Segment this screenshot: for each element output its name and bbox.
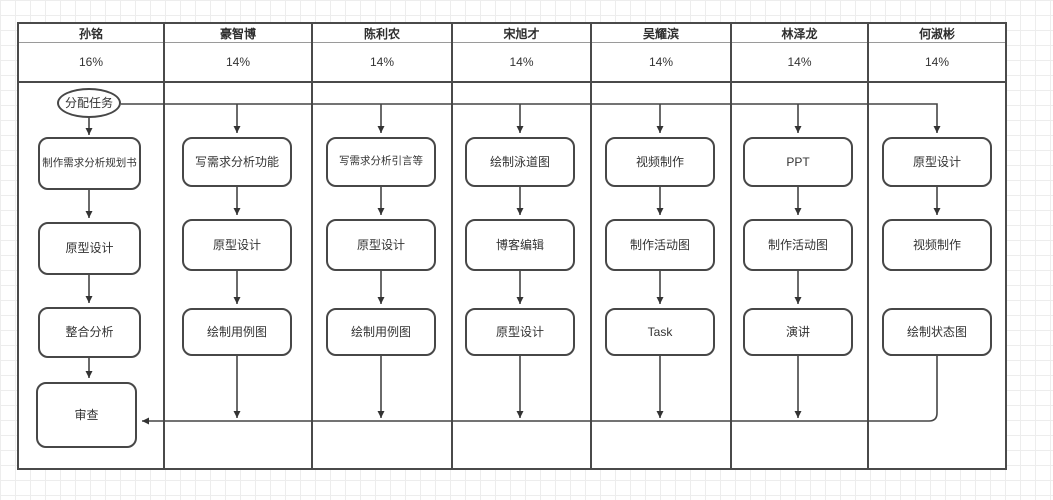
task-node: 视频制作 (605, 137, 715, 187)
swimlane-2: 豪智博 14% (163, 24, 311, 468)
task-node: 绘制用例图 (182, 308, 292, 356)
task-node: PPT (743, 137, 853, 187)
task-node: 绘制状态图 (882, 308, 992, 356)
swimlane-6: 林泽龙 14% (730, 24, 867, 468)
lane-percent: 14% (592, 43, 730, 83)
task-node: 绘制泳道图 (465, 137, 575, 187)
swimlane-5: 吴耀滨 14% (590, 24, 730, 468)
swimlane-3: 陈利农 14% (311, 24, 451, 468)
task-node: 写需求分析功能 (182, 137, 292, 187)
lane-percent: 14% (732, 43, 867, 83)
swimlane-1: 孙铭 16% (19, 24, 163, 468)
lane-name: 何淑彬 (869, 24, 1005, 43)
task-node: 原型设计 (182, 219, 292, 271)
task-node: 整合分析 (38, 307, 141, 358)
swimlane-4: 宋旭才 14% (451, 24, 590, 468)
task-node: 博客编辑 (465, 219, 575, 271)
lane-percent: 14% (165, 43, 311, 83)
lane-name: 林泽龙 (732, 24, 867, 43)
task-node: 写需求分析引言等 (326, 137, 436, 187)
task-node: Task (605, 308, 715, 356)
lane-percent: 14% (313, 43, 451, 83)
task-node: 制作活动图 (605, 219, 715, 271)
lane-name: 宋旭才 (453, 24, 590, 43)
task-node: 原型设计 (38, 222, 141, 275)
task-node-review: 审查 (36, 382, 137, 448)
task-node: 演讲 (743, 308, 853, 356)
task-node: 视频制作 (882, 219, 992, 271)
swimlane-7: 何淑彬 14% (867, 24, 1005, 468)
task-node: 原型设计 (882, 137, 992, 187)
lane-name: 陈利农 (313, 24, 451, 43)
task-node: 制作活动图 (743, 219, 853, 271)
lane-percent: 16% (19, 43, 163, 83)
task-node: 原型设计 (326, 219, 436, 271)
lane-name: 豪智博 (165, 24, 311, 43)
lane-percent: 14% (869, 43, 1005, 83)
task-node: 制作需求分析规划书 (38, 137, 141, 190)
start-node-assign-tasks: 分配任务 (57, 88, 121, 118)
lane-percent: 14% (453, 43, 590, 83)
lane-name: 吴耀滨 (592, 24, 730, 43)
task-node: 绘制用例图 (326, 308, 436, 356)
lane-name: 孙铭 (19, 24, 163, 43)
task-node: 原型设计 (465, 308, 575, 356)
